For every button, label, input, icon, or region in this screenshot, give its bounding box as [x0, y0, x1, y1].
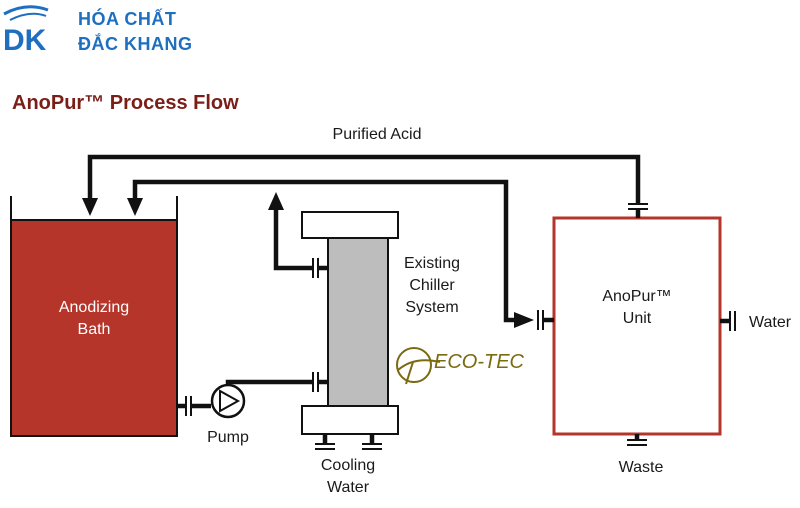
pump-outlet-pipe [225, 379, 313, 385]
chiller-label-line3: System [405, 299, 458, 316]
eco-tec-watermark: ECO-TEC [396, 347, 525, 385]
brand-logo: DK HÓA CHẤT ĐẮC KHANG [3, 5, 193, 57]
cooling-label-line1: Cooling [321, 457, 375, 474]
brand-logo-mark: DK [3, 24, 47, 57]
bath-label-line2: Bath [78, 321, 111, 338]
chiller-outlet-pipe [273, 210, 313, 271]
bath-walls [10, 196, 178, 437]
brand-name-line2: ĐẮC KHANG [78, 33, 193, 54]
anodizing-bath: Anodizing Bath [10, 196, 178, 437]
arrow-down-icon [127, 198, 143, 216]
chiller-bottom-cap [301, 405, 399, 435]
chiller-label-line1: Existing [404, 255, 460, 272]
unit-label-line2: Unit [623, 310, 652, 327]
unit-box [552, 216, 722, 436]
arrow-right-icon [514, 312, 534, 328]
purified-acid-line: Purified Acid [82, 126, 648, 218]
bath-fill [10, 219, 178, 437]
chiller-label-line2: Chiller [409, 277, 455, 294]
waste-outlet: Waste [619, 434, 664, 476]
dk-swoosh-icon [3, 5, 49, 21]
arrow-up-icon [268, 192, 284, 210]
brand-name-line1: HÓA CHẤT [78, 8, 176, 29]
pump-icon [210, 383, 246, 419]
chiller-shell [327, 235, 389, 409]
cooling-water-connections: Cooling Water [315, 434, 382, 496]
diagram-title: AnoPur™ Process Flow [12, 92, 239, 114]
water-outlet: Water [720, 311, 792, 331]
chiller-outlet-line [268, 192, 328, 278]
anopur-unit: AnoPur™ Unit [552, 216, 722, 436]
water-label: Water [749, 314, 792, 331]
purified-acid-label: Purified Acid [333, 126, 422, 143]
arrow-down-icon [82, 198, 98, 216]
pump-label: Pump [207, 429, 249, 446]
feed-line [127, 179, 554, 330]
purified-acid-pipe [87, 154, 641, 204]
pump-line: Pump [177, 372, 328, 446]
bath-label-line1: Anodizing [59, 299, 129, 316]
unit-label-line1: AnoPur™ [602, 288, 671, 305]
cooling-label-line2: Water [327, 479, 370, 496]
eco-tec-swirl-icon [396, 347, 441, 385]
eco-tec-text: ECO-TEC [434, 351, 525, 373]
waste-label: Waste [619, 459, 664, 476]
existing-chiller: Existing Chiller System [301, 211, 460, 435]
feed-pipe [132, 179, 516, 323]
chiller-top-cap [301, 211, 399, 239]
